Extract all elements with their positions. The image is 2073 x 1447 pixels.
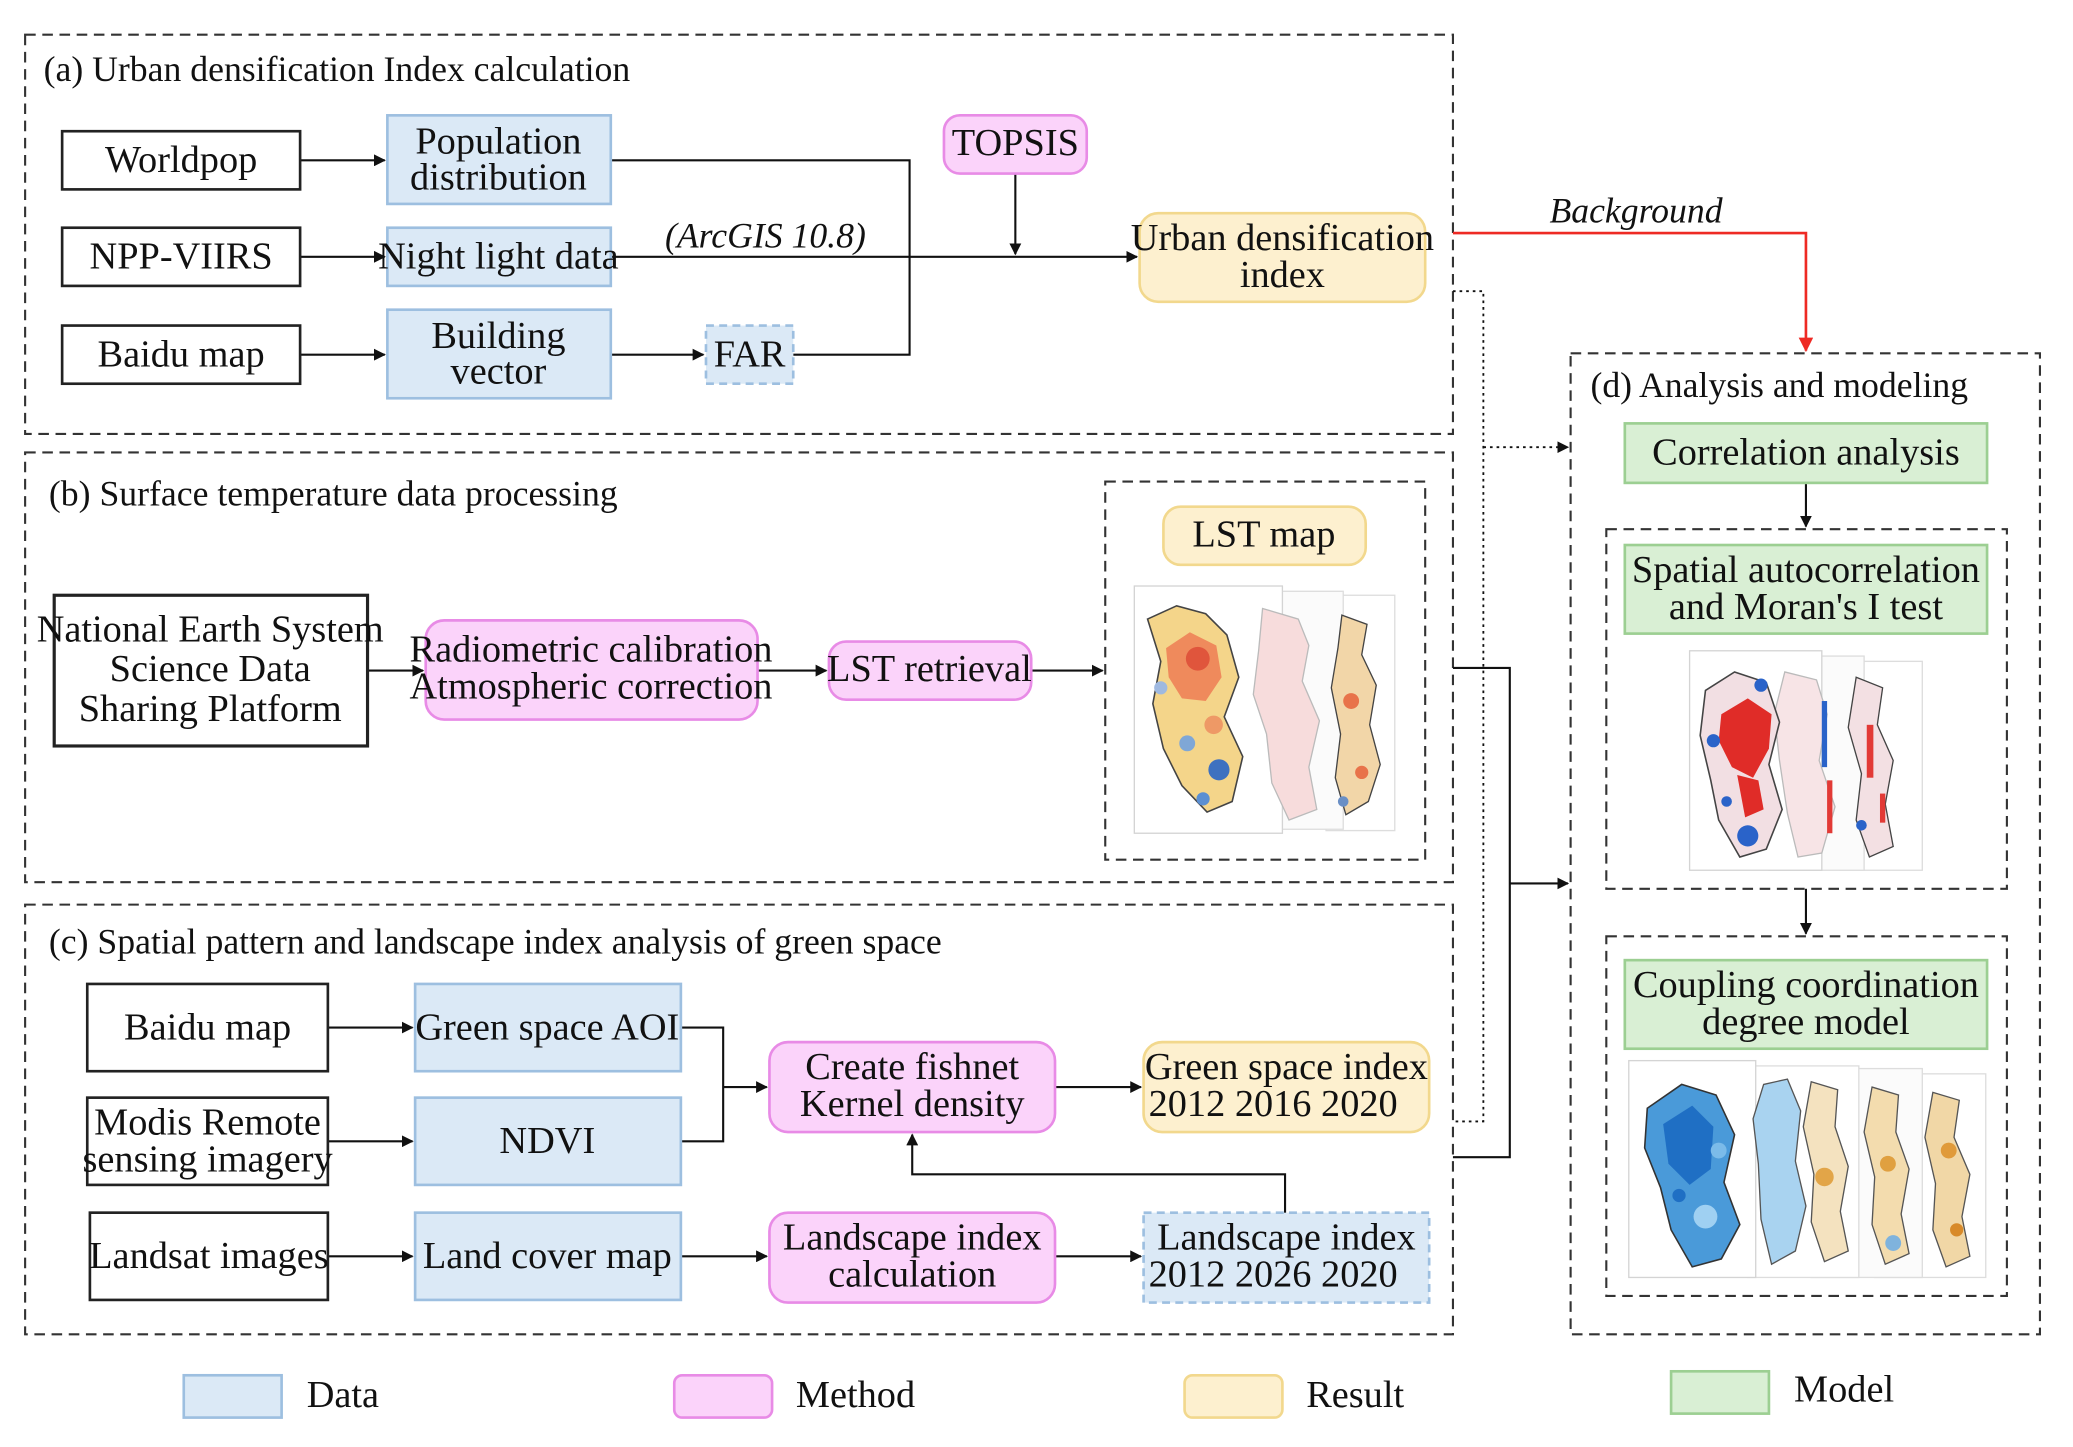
spatial-autocorrelation-box xyxy=(1623,543,1989,635)
modis-remote-box xyxy=(85,1096,330,1187)
green-space-aoi-label: Green space AOI xyxy=(415,1006,679,1048)
national-earth-system-box xyxy=(52,593,370,748)
section-c-frame xyxy=(24,903,1455,1336)
baidu-map-c-box xyxy=(85,982,330,1073)
landscape-calc-line1: Landscape index xyxy=(783,1217,1042,1259)
radiometric-calibration-box xyxy=(424,619,759,721)
nesdsp-line2: Science Data xyxy=(110,648,311,690)
urban-densification-index-box xyxy=(1138,211,1427,304)
arrow-index-to-fishnet xyxy=(906,1133,1287,1214)
green-space-index-box xyxy=(1142,1040,1431,1134)
night-light-data-label: Night light data xyxy=(378,236,619,278)
building-vector-line2: vector xyxy=(451,351,547,393)
landscape-index-line2: 2012 2026 2020 xyxy=(1149,1254,1398,1296)
legend: Data Method Result Model xyxy=(182,1369,1894,1419)
create-fishnet-box xyxy=(768,1040,1057,1134)
legend-result-swatch xyxy=(1183,1373,1284,1419)
land-cover-map-label: Land cover map xyxy=(423,1235,672,1277)
worldpop-box xyxy=(60,129,302,191)
landscape-index-line1: Landscape index xyxy=(1157,1217,1416,1259)
green-space-index-line1: Green space index xyxy=(1145,1046,1428,1088)
landscape-index-box xyxy=(1142,1211,1431,1304)
connector-b-c-to-d xyxy=(1452,666,1511,1159)
modis-line2: sensing imagery xyxy=(82,1139,333,1181)
land-cover-map-box xyxy=(413,1211,683,1302)
npp-viirs-box xyxy=(60,226,302,288)
coupling-line2: degree model xyxy=(1702,1001,1910,1043)
section-b-title: (b) Surface temperature data processing xyxy=(49,473,618,513)
section-a-title: (a) Urban densification Index calculatio… xyxy=(44,49,631,89)
section-d-frame xyxy=(1569,352,2042,1336)
correlation-analysis-box xyxy=(1623,422,1989,485)
building-vector-box xyxy=(386,308,613,400)
background-label: Background xyxy=(1549,190,1722,230)
population-distribution-box xyxy=(386,114,613,206)
nesdsp-line3: Sharing Platform xyxy=(79,688,342,730)
topsis-box xyxy=(942,114,1089,175)
background-arrow xyxy=(1452,231,1814,353)
ndvi-label: NDVI xyxy=(499,1120,595,1162)
npp-viirs-label: NPP-VIIRS xyxy=(90,236,273,278)
population-distribution-line2: distribution xyxy=(410,156,587,198)
arcgis-label: (ArcGIS 10.8) xyxy=(665,216,866,256)
create-fishnet-line2: Kernel density xyxy=(800,1083,1025,1125)
legend-method-swatch xyxy=(672,1373,774,1419)
coupling-coordination-box xyxy=(1623,958,1989,1051)
section-c-title: (c) Spatial pattern and landscape index … xyxy=(49,922,942,962)
landscape-index-calculation-box xyxy=(768,1211,1057,1304)
coupling-frame xyxy=(1605,935,2008,1298)
topsis-label: TOPSIS xyxy=(952,122,1079,164)
green-space-index-line2: 2012 2016 2020 xyxy=(1149,1083,1398,1125)
legend-method-label: Method xyxy=(796,1374,915,1416)
legend-model-label: Model xyxy=(1794,1369,1894,1411)
lst-retrieval-label: LST retrieval xyxy=(827,648,1032,690)
far-label: FAR xyxy=(714,334,786,376)
dotted-connector-a-c xyxy=(1452,290,1485,1123)
modis-line1: Modis Remote xyxy=(94,1102,321,1144)
connector-aoi-ndvi xyxy=(680,1026,725,1143)
baidu-map-a-label: Baidu map xyxy=(98,334,265,376)
lst-map-label: LST map xyxy=(1192,513,1335,555)
legend-result-label: Result xyxy=(1306,1374,1404,1416)
section-a-frame xyxy=(24,33,1455,436)
spatial-autocorrelation-line1: Spatial autocorrelation xyxy=(1632,549,1980,591)
spatial-autocorrelation-line2: and Moran's I test xyxy=(1669,586,1943,628)
coupling-thumbnails xyxy=(1628,1059,1987,1279)
lst-retrieval-box xyxy=(827,640,1033,702)
night-light-data-box xyxy=(386,226,613,288)
legend-data-swatch xyxy=(182,1373,283,1419)
far-box xyxy=(704,324,795,386)
population-distribution-line1: Population xyxy=(415,121,581,163)
baidu-map-a-box xyxy=(60,324,302,386)
morans-i-thumbnails xyxy=(1688,650,1923,871)
building-vector-line1: Building xyxy=(431,315,565,357)
coupling-line1: Coupling coordination xyxy=(1633,964,1979,1006)
landsat-images-label: Landsat images xyxy=(89,1235,328,1277)
green-space-aoi-box xyxy=(413,982,683,1073)
ndvi-box xyxy=(413,1096,683,1187)
section-d-title: (d) Analysis and modeling xyxy=(1590,365,1968,405)
legend-model-swatch xyxy=(1669,1369,1771,1415)
landscape-calc-line2: calculation xyxy=(828,1254,996,1296)
nesdsp-line1: National Earth System xyxy=(37,609,384,651)
lst-map-box xyxy=(1162,505,1368,567)
udi-line1: Urban densification xyxy=(1131,217,1434,259)
radiometric-line2: Atmospheric correction xyxy=(410,665,773,707)
worldpop-label: Worldpop xyxy=(105,139,257,181)
radiometric-line1: Radiometric calibration xyxy=(410,628,773,670)
lst-map-thumbnails xyxy=(1133,585,1396,834)
landsat-images-box xyxy=(88,1211,330,1302)
spatial-autocorrelation-frame xyxy=(1605,528,2008,890)
baidu-map-c-label: Baidu map xyxy=(124,1006,291,1048)
udi-line2: index xyxy=(1240,254,1325,296)
correlation-analysis-label: Correlation analysis xyxy=(1652,431,1960,473)
create-fishnet-line1: Create fishnet xyxy=(805,1046,1019,1088)
legend-data-label: Data xyxy=(307,1374,379,1416)
